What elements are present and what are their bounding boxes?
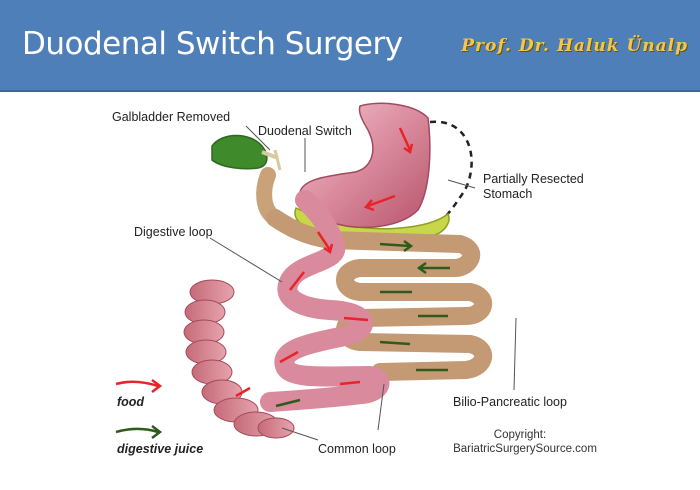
resected-stomach-outline	[429, 120, 473, 223]
duodenal-switch-label: Duodenal Switch	[258, 124, 352, 138]
food-flow-arrows	[235, 127, 414, 398]
common-loop-label: Common loop	[318, 442, 396, 456]
gallbladder-label: Galbladder Removed	[112, 110, 231, 124]
legend-food-label: food	[117, 395, 145, 409]
stomach-label-line1: Partially Resected	[483, 172, 584, 186]
header-banner: Duodenal Switch Surgery Prof. Dr. Haluk …	[0, 0, 700, 92]
colon-segment	[183, 279, 295, 439]
slide-title: Duodenal Switch Surgery	[22, 26, 403, 62]
copyright-line2: BariatricSurgerySource.com	[453, 443, 597, 455]
gallbladder-organ	[211, 134, 282, 171]
legend-juice-label: digestive juice	[117, 442, 204, 456]
copyright-line1: Copyright:	[493, 429, 547, 441]
digestive-loop	[260, 190, 390, 412]
stomach-label-line2: Stomach	[483, 187, 533, 201]
author-name: Prof. Dr. Haluk Ünalp	[461, 36, 688, 56]
leader-lines	[209, 125, 517, 441]
bilio-pancreatic-loop	[266, 209, 492, 381]
surgery-diagram: Galbladder Removed Duodenal Switch Parti…	[0, 92, 700, 485]
anatomy-illustration	[115, 102, 517, 441]
bilio-pancreatic-loop-label: Bilio-Pancreatic loop	[453, 395, 567, 409]
digestive-loop-label: Digestive loop	[134, 225, 213, 239]
juice-flow-arrows	[275, 239, 450, 408]
legend-arrows	[115, 379, 163, 439]
